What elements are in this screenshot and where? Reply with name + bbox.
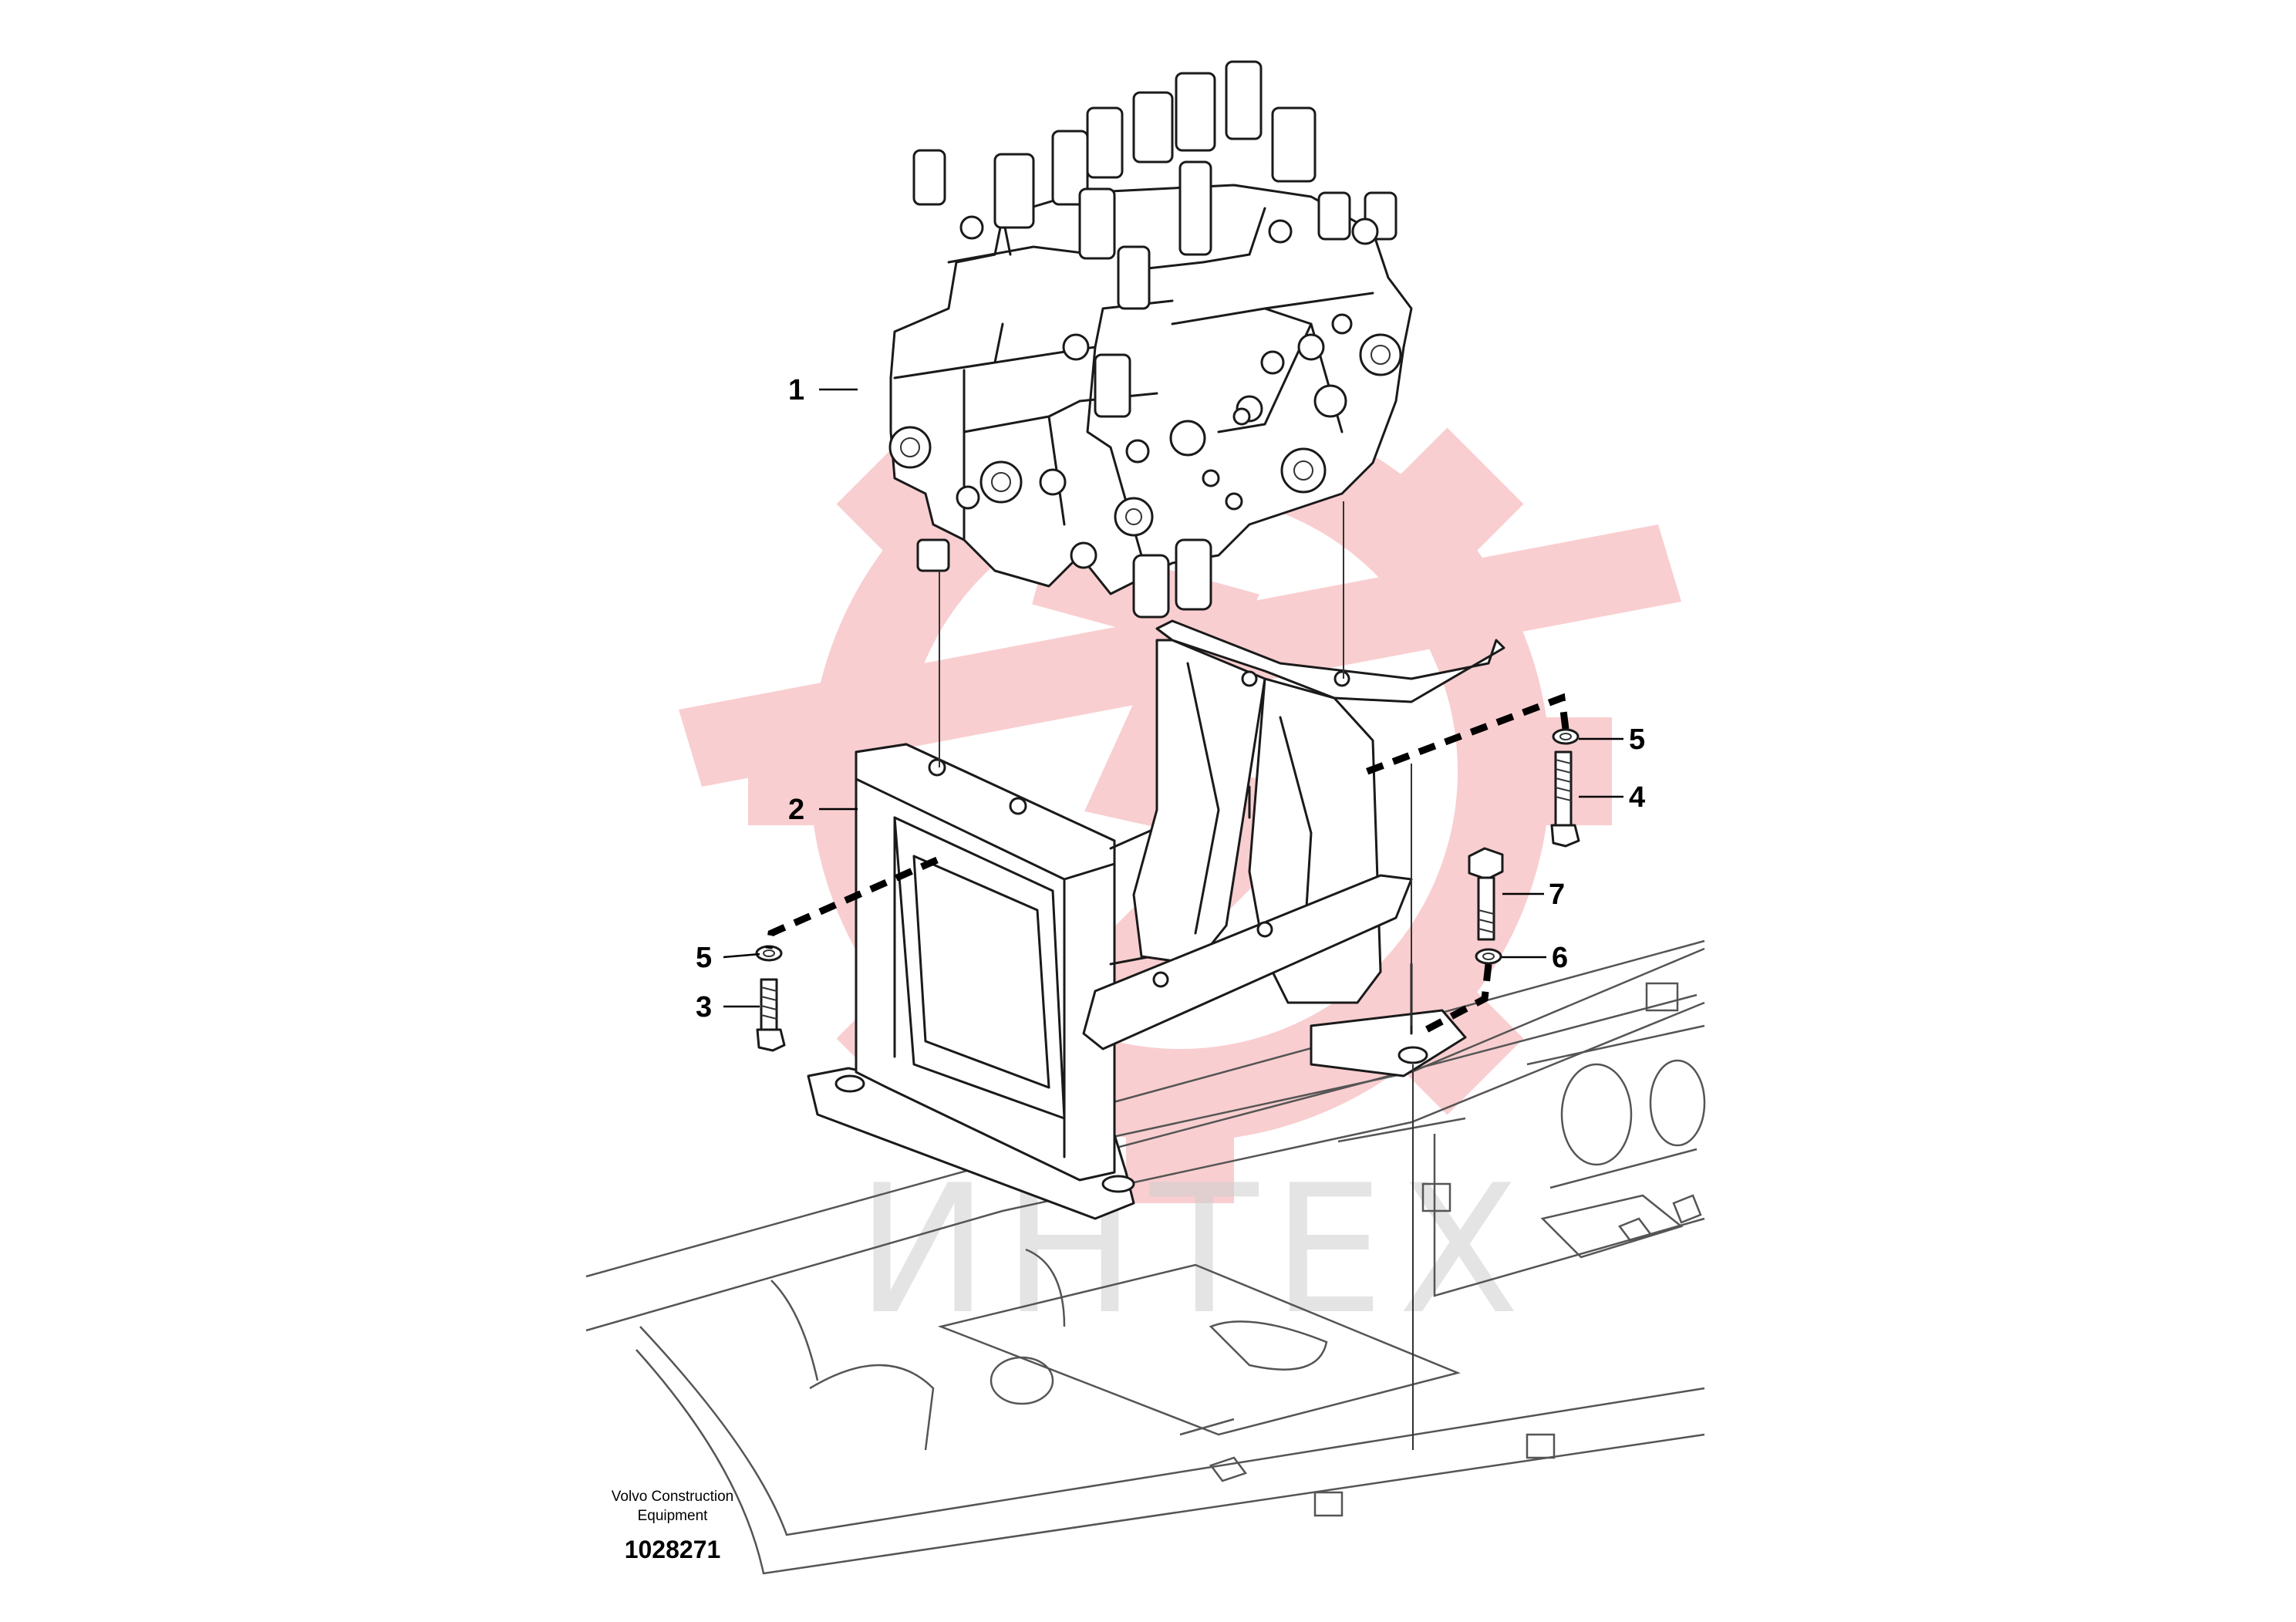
credit-line-1: Volvo Construction — [612, 1489, 733, 1505]
callout-4: 4 — [1629, 781, 1645, 814]
callout-1: 1 — [788, 374, 804, 406]
figure-number: 1028271 — [625, 1536, 721, 1563]
bolt-part-3 — [756, 978, 786, 1052]
callout-leaders — [723, 388, 1623, 1008]
valve-support-bracket — [807, 743, 1251, 1220]
dashed-assembly-lines — [765, 693, 1569, 1037]
washer-part-5-right — [1552, 728, 1580, 745]
washer-part-6 — [1475, 948, 1502, 965]
callout-3: 3 — [696, 991, 712, 1023]
bolt-part-7 — [1468, 847, 1504, 941]
callout-5-left: 5 — [696, 942, 712, 974]
callout-7: 7 — [1549, 878, 1565, 911]
watermark-text: ИНТЕХ — [856, 1148, 1533, 1354]
callout-2: 2 — [788, 794, 804, 826]
right-support-bracket — [1082, 619, 1505, 1077]
assembly-lines — [939, 501, 1414, 1450]
callout-5-right: 5 — [1629, 723, 1645, 756]
callout-6: 6 — [1552, 942, 1568, 974]
credit-line-2: Equipment — [638, 1508, 709, 1524]
upper-frame — [585, 939, 1706, 1575]
control-valve-block — [888, 60, 1413, 619]
bolt-part-4 — [1550, 750, 1580, 848]
